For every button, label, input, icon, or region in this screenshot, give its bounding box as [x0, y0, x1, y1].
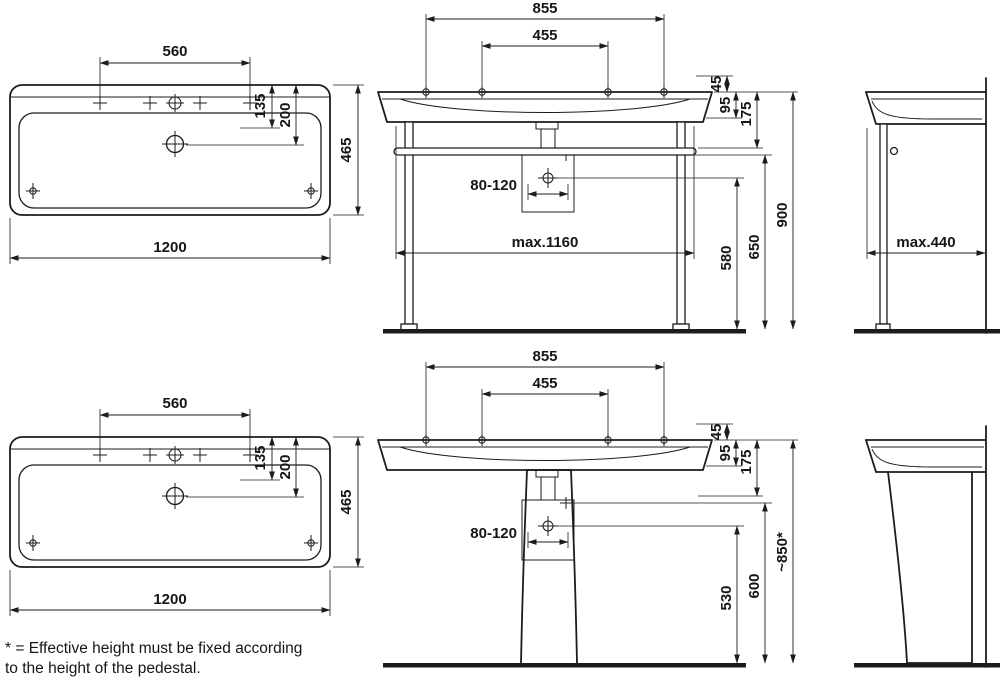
side-view-frame-version: max.440	[854, 77, 1000, 334]
pedestal-front	[520, 469, 578, 665]
footnote-line-2: to the height of the pedestal.	[5, 660, 201, 677]
frame-leg-side	[875, 123, 899, 331]
dim-580: 580	[556, 177, 744, 330]
frame-legs-and-rail	[393, 121, 697, 331]
dim-overall-height: 900	[774, 91, 796, 330]
dim-label-max440: max.440	[896, 234, 955, 251]
basin-profile-side-bottom	[865, 439, 987, 473]
front-view-frame-version: max.1160 580 650 900	[378, 0, 798, 334]
plan-view-pedestal-version	[10, 395, 364, 616]
dim-600: 600	[573, 502, 772, 664]
dim-650: 650	[573, 154, 772, 330]
floor-line-side-bottom	[854, 663, 1000, 668]
floor-line-pedestal	[383, 663, 746, 668]
dim-label-580: 580	[718, 245, 735, 270]
dim-label-650: 650	[746, 234, 763, 259]
dim-label-600: 600	[746, 573, 763, 598]
dim-label-max1160: max.1160	[512, 234, 579, 251]
front-basin-pedestal	[378, 348, 798, 560]
dim-max-depth: max.440	[866, 128, 986, 259]
dim-max-clear-width: max.1160	[395, 126, 695, 259]
floor-line	[383, 329, 746, 334]
dim-530: 530	[556, 525, 744, 664]
footnote: * = Effective height must be fixed accor…	[5, 640, 302, 677]
basin-profile-side	[865, 91, 987, 125]
floor-line-side	[854, 329, 1000, 334]
side-view-pedestal-version	[854, 425, 1000, 668]
plan-view-frame-version	[10, 43, 364, 264]
dim-label-530: 530	[718, 585, 735, 610]
front-basin-frame	[378, 0, 798, 212]
front-view-pedestal-version: 530 600 ~850*	[378, 348, 798, 668]
dim-effective-height: ~850*	[774, 439, 796, 664]
dim-label-850: ~850*	[774, 532, 791, 572]
dim-label-900: 900	[774, 202, 791, 227]
footnote-line-1: * = Effective height must be fixed accor…	[5, 640, 302, 657]
pedestal-side	[887, 471, 973, 664]
